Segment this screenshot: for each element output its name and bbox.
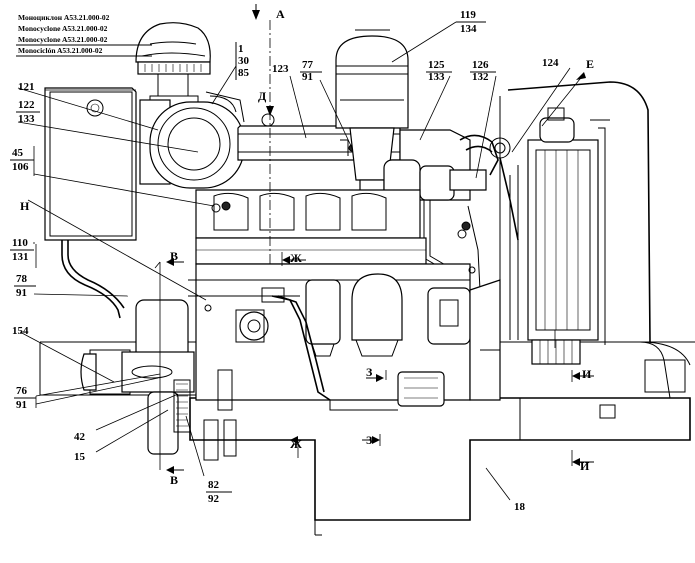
- title-block: Моноциклон А53.21.000-02 Monocyclone A53…: [16, 13, 152, 57]
- section-i-lower: И: [580, 459, 590, 473]
- section-z-upper: З: [366, 365, 372, 379]
- callout-134: 134: [460, 23, 477, 35]
- section-letters: А Д Е Н В Ж З И В Ж З И: [20, 7, 594, 487]
- callout-122: 122: [18, 99, 35, 111]
- callout-labels: 1 30 85 119 134 121 122 133 123 77 91 12…: [10, 9, 559, 513]
- callout-30: 30: [238, 55, 250, 67]
- callout-91b: 91: [16, 287, 27, 299]
- callout-91c: 91: [16, 399, 27, 411]
- callout-1: 1: [238, 43, 244, 55]
- callout-124: 124: [542, 57, 559, 69]
- callout-119: 119: [460, 9, 476, 21]
- engine-block: [188, 189, 501, 461]
- title-line-ru: Моноциклон А53.21.000-02: [18, 13, 110, 22]
- callout-92: 92: [208, 493, 220, 505]
- callout-121: 121: [18, 81, 35, 93]
- section-zh-upper: Ж: [290, 251, 302, 265]
- title-line-fr: Monocyclone A53.21.000-02: [18, 35, 108, 44]
- title-line-es: Monociclón A53.21.000-02: [18, 46, 103, 55]
- callout-154: 154: [12, 325, 29, 337]
- callout-45: 45: [12, 147, 24, 159]
- callout-123: 123: [272, 63, 289, 75]
- title-line-en: Monocyclone A53.21.000-02: [18, 24, 108, 33]
- callout-133a: 133: [18, 113, 35, 125]
- section-e: Е: [586, 57, 594, 71]
- callout-106: 106: [12, 161, 29, 173]
- callout-132: 132: [472, 71, 489, 83]
- callout-85: 85: [238, 67, 250, 79]
- callout-78: 78: [16, 273, 28, 285]
- callout-42: 42: [74, 431, 86, 443]
- callout-125: 125: [428, 59, 445, 71]
- tank: [44, 87, 137, 319]
- leader-lines: [17, 21, 585, 501]
- section-v-upper: В: [170, 249, 178, 263]
- section-d: Д: [258, 89, 267, 103]
- callout-91a: 91: [302, 71, 313, 83]
- callout-76: 76: [16, 385, 28, 397]
- section-zh-lower: Ж: [290, 437, 302, 451]
- callout-110: 110: [12, 237, 28, 249]
- monocyclone: [135, 22, 211, 111]
- section-a-top: А: [276, 7, 285, 21]
- section-i-upper: И: [582, 367, 592, 381]
- radiator: [509, 107, 610, 365]
- section-z-lower: З: [366, 433, 372, 447]
- callout-15: 15: [74, 451, 86, 463]
- air-cleaner: [139, 91, 275, 189]
- callout-77: 77: [302, 59, 314, 71]
- section-v-lower: В: [170, 473, 178, 487]
- callout-126: 126: [472, 59, 489, 71]
- callout-131: 131: [12, 251, 29, 263]
- section-n: Н: [20, 199, 30, 213]
- front-end: [80, 279, 212, 455]
- callout-82: 82: [208, 479, 220, 491]
- callout-18: 18: [514, 501, 526, 513]
- callout-133b: 133: [428, 71, 445, 83]
